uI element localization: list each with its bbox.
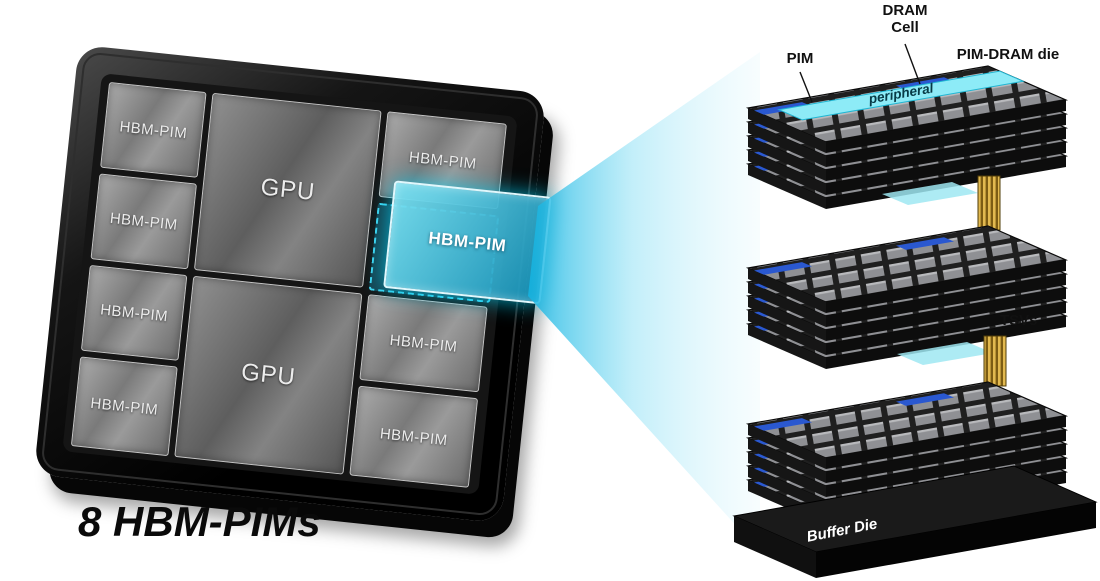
hbm-pim-label: HBM-PIM <box>109 209 179 234</box>
hbm-pim-highlighted-block: HBM-PIM <box>383 180 552 305</box>
dram-die-group-top <box>747 65 1067 210</box>
buffer-die-shape <box>732 465 1098 578</box>
die-stack-graphic <box>732 43 1098 578</box>
processor-package: HBM-PIM HBM-PIM HBM-PIM HBM-PIM GPU GPU … <box>33 44 552 524</box>
pim-pointer-line <box>799 71 813 103</box>
hbm-pim-block: HBM-PIM <box>100 81 207 178</box>
hbm-pim-highlight-label: HBM-PIM <box>427 228 508 256</box>
beam-cone <box>528 52 760 552</box>
hbm-pim-block: HBM-PIM <box>359 294 488 393</box>
dram-cell-pointer-line <box>904 43 921 85</box>
hbm-pim-label: HBM-PIM <box>408 148 478 173</box>
peripheral-band <box>777 70 1025 121</box>
hbm-pim-label: HBM-PIM <box>379 424 449 449</box>
gpu-block: GPU <box>193 92 382 288</box>
chip-floorplan: HBM-PIM HBM-PIM HBM-PIM HBM-PIM GPU GPU … <box>62 73 552 495</box>
hbm-pim-block: HBM-PIM <box>90 173 197 270</box>
hbm-pim-block: HBM-PIM <box>80 264 188 361</box>
hbm-pim-label: HBM-PIM <box>118 117 188 142</box>
tsvs-label: TSVs <box>1000 312 1038 329</box>
gpu-label: GPU <box>259 173 317 207</box>
dram-die-group-middle <box>747 225 1067 370</box>
tsv-bar <box>977 175 1001 231</box>
cyan-interposer <box>882 182 978 205</box>
cyan-interposer <box>897 342 993 365</box>
chip-caption: 8 HBM-PIMs <box>78 498 321 545</box>
pim-label: PIM <box>786 50 814 67</box>
dram-cell-label: DRAM Cell <box>882 2 928 37</box>
pim-dram-die-label: PIM-DRAM die <box>956 46 1060 63</box>
hbm-pim-block: HBM-PIM <box>349 385 479 488</box>
hbm-pim-block: HBM-PIM <box>70 356 178 457</box>
hbm-pim-label: HBM-PIM <box>99 300 169 325</box>
hbm-pim-label: HBM-PIM <box>89 394 159 419</box>
tsv-bar <box>983 335 1007 387</box>
hbm-pim-label: HBM-PIM <box>388 331 459 356</box>
gpu-block: GPU <box>174 275 363 475</box>
gpu-label: GPU <box>239 358 297 392</box>
